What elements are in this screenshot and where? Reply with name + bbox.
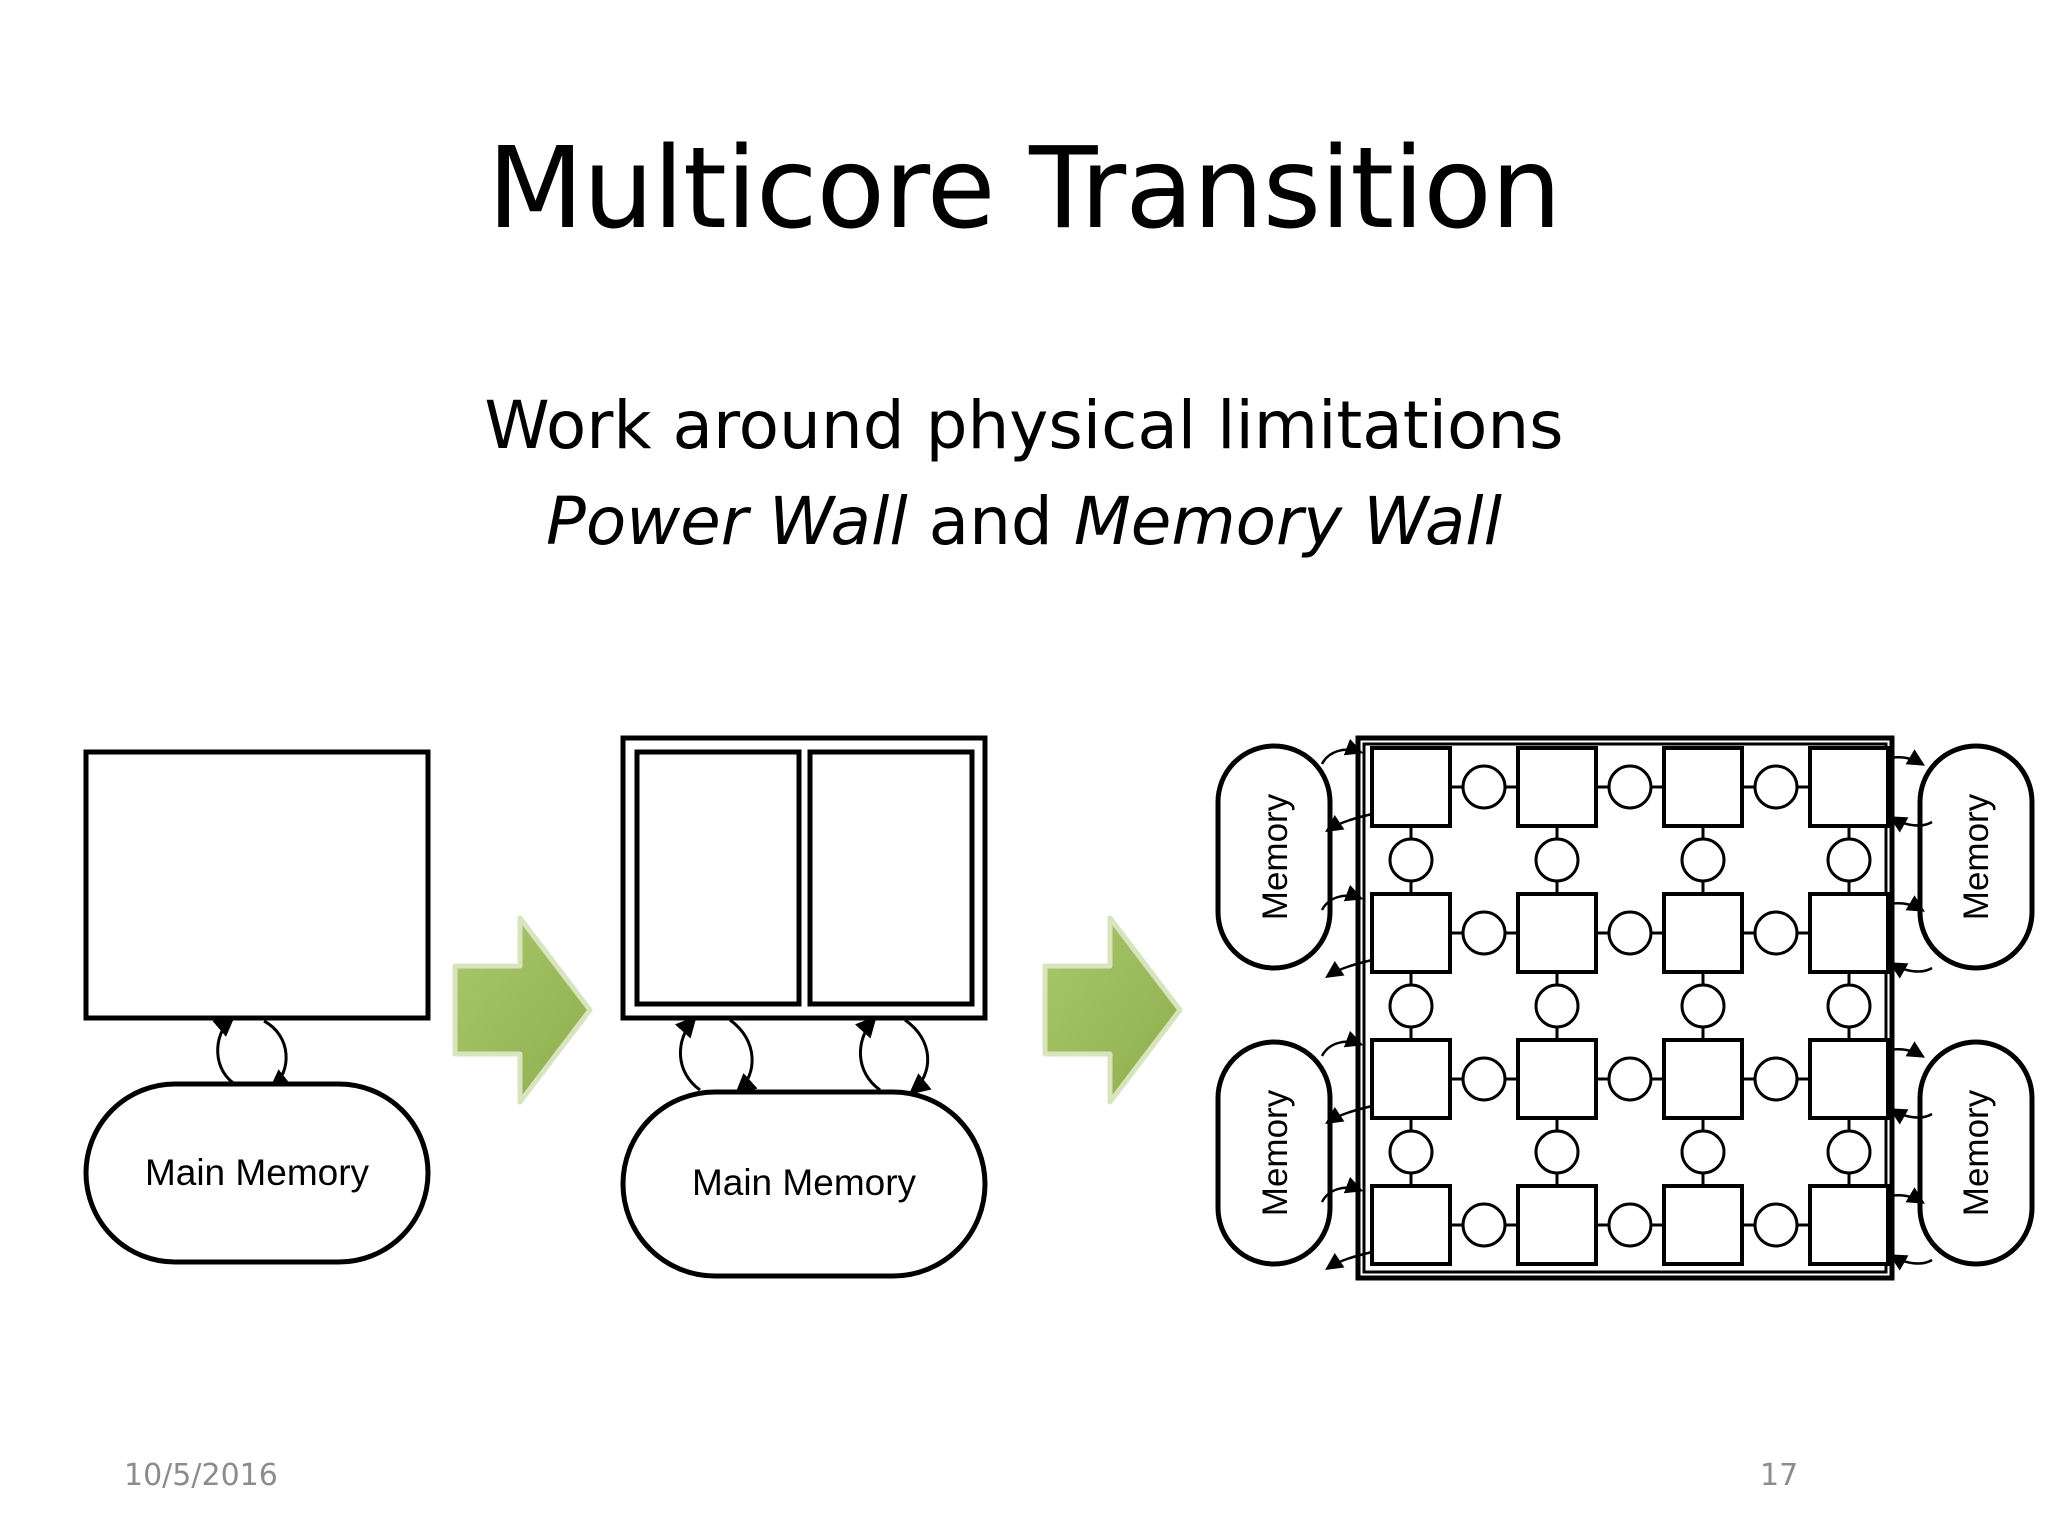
single-core-memory-label: Main Memory (145, 1152, 370, 1193)
single-core-main-memory (83, 1081, 431, 1265)
memory-link-arrow (1888, 816, 1933, 833)
mesh-core (1370, 746, 1452, 828)
mesh-router (1826, 837, 1872, 883)
mesh-router (1534, 837, 1580, 883)
memory-link-arrow (1887, 1041, 1926, 1058)
single-core-arrow-up (212, 1015, 239, 1088)
subtitle-line-2: Power Wall and Memory Wall (0, 474, 2048, 570)
memory-link-arrow (1325, 1250, 1373, 1270)
mesh-core (1808, 892, 1890, 974)
mesh-router (1607, 1202, 1653, 1248)
mesh-core (1516, 746, 1598, 828)
dual-core-arrow-1b (729, 1018, 758, 1095)
mesh-core (1808, 746, 1890, 828)
mesh-router (1753, 910, 1799, 956)
memory-link-arrow (1320, 884, 1364, 911)
memory-link-arrow (1887, 749, 1926, 766)
manycore-memory-bottom-right (1917, 1039, 2035, 1267)
mesh-router (1607, 910, 1653, 956)
manycore-memory-label-bottom-right: Memory (1957, 1089, 1996, 1216)
manycore-memory-label-top-left: Memory (1256, 793, 1295, 920)
mesh-router (1753, 1202, 1799, 1248)
slide-title: Multicore Transition (487, 124, 1562, 254)
mesh-core (1370, 1038, 1452, 1120)
dual-core-memory-label: Main Memory (692, 1162, 917, 1203)
footer-date: 10/5/2016 (124, 1458, 278, 1493)
dual-core-arrow-1a (674, 1015, 701, 1092)
mesh-core (1662, 1184, 1744, 1266)
mesh-router (1388, 837, 1434, 883)
mesh-router (1388, 1129, 1434, 1175)
memory-link-arrow (1325, 1104, 1373, 1124)
power-wall-text: Power Wall (546, 483, 908, 560)
mesh-router (1826, 1129, 1872, 1175)
manycore-memory-label-top-right: Memory (1957, 793, 1996, 920)
manycore-group: Memory Memory Memory Memory (1215, 735, 2035, 1281)
mesh-router (1753, 764, 1799, 810)
mesh-core (1662, 1038, 1744, 1120)
mesh-core (1808, 1184, 1890, 1266)
memory-wall-text: Memory Wall (1073, 483, 1502, 560)
manycore-memory-bottom-left (1215, 1039, 1333, 1267)
dual-core-core-2 (807, 749, 975, 1007)
transition-arrow-2 (1042, 915, 1183, 1105)
dual-core-group: Main Memory (620, 735, 988, 1279)
memory-link-arrow (1320, 1176, 1364, 1203)
manycore-memory-top-right (1917, 743, 2035, 971)
mesh-core (1662, 746, 1744, 828)
subtitle-line-1: Work around physical limitations (484, 387, 1564, 464)
memory-link-arrow (1887, 895, 1926, 912)
subtitle: Work around physical limitations Power W… (0, 378, 2048, 570)
single-core-group: Main Memory (83, 749, 431, 1265)
single-core-processor (83, 749, 431, 1021)
memory-link-arrow (1320, 1030, 1364, 1057)
footer-page-number: 17 (1760, 1458, 1799, 1493)
dual-core-main-memory (620, 1089, 988, 1279)
and-text: and (907, 483, 1074, 560)
memory-link-arrow (1325, 958, 1373, 978)
memory-link-arrow (1887, 1187, 1926, 1204)
mesh-core (1370, 892, 1452, 974)
mesh-core (1516, 1184, 1598, 1266)
manycore-memory-top-left (1215, 743, 1333, 971)
dual-core-arrow-2a (854, 1015, 881, 1092)
mesh-router (1461, 764, 1507, 810)
memory-link-arrow (1888, 962, 1933, 979)
dual-core-core-1 (634, 749, 802, 1007)
memory-link-arrow (1325, 812, 1373, 832)
dual-core-arrow-2b (904, 1018, 932, 1095)
manycore-mesh (1370, 746, 1890, 1266)
mesh-router (1680, 1129, 1726, 1175)
manycore-memory-label-bottom-left: Memory (1256, 1089, 1295, 1216)
mesh-router (1534, 983, 1580, 1029)
mesh-router (1461, 910, 1507, 956)
mesh-router (1607, 764, 1653, 810)
single-core-arrow-down (263, 1019, 292, 1091)
mesh-core (1516, 1038, 1598, 1120)
mesh-core (1370, 1184, 1452, 1266)
memory-link-arrow (1888, 1108, 1933, 1125)
mesh-router (1826, 983, 1872, 1029)
mesh-core (1662, 892, 1744, 974)
manycore-memory-links (1320, 738, 1933, 1271)
mesh-router (1534, 1129, 1580, 1175)
manycore-chip-inner (1362, 742, 1888, 1274)
memory-link-arrow (1888, 1254, 1933, 1271)
mesh-core (1808, 1038, 1890, 1120)
mesh-core (1516, 892, 1598, 974)
mesh-router (1680, 837, 1726, 883)
mesh-router (1461, 1202, 1507, 1248)
mesh-router (1607, 1056, 1653, 1102)
mesh-router (1388, 983, 1434, 1029)
mesh-router (1753, 1056, 1799, 1102)
transition-arrow-1 (452, 915, 593, 1105)
mesh-router (1461, 1056, 1507, 1102)
memory-link-arrow (1320, 738, 1364, 765)
mesh-router (1680, 983, 1726, 1029)
